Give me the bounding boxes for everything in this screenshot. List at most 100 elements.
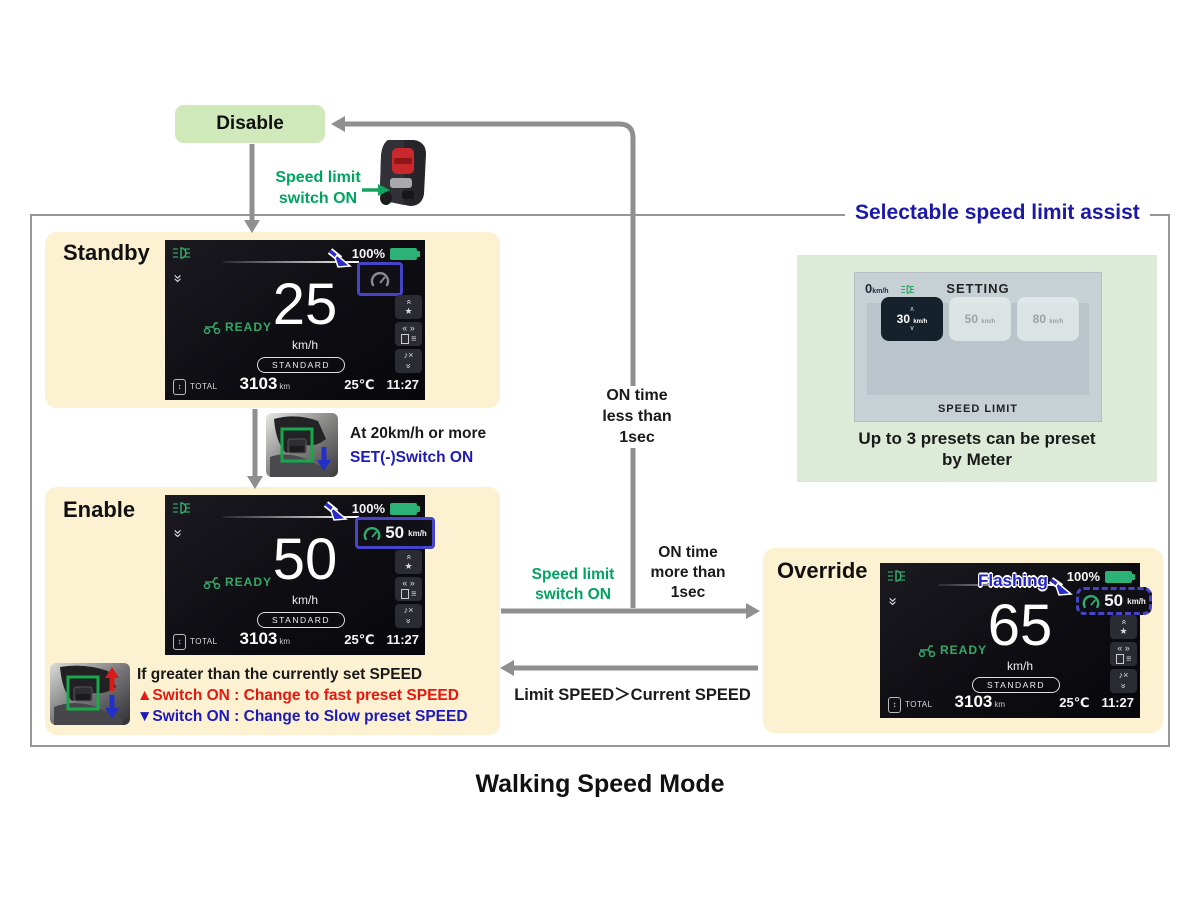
chevron-down-icon: «: [1117, 683, 1128, 689]
limit-value: 50: [385, 523, 405, 542]
battery-percent: 100%: [1066, 569, 1100, 584]
blue-down-arrow-icon: [105, 695, 119, 719]
preset-card-selected: ∧ 30 km/h ∨: [881, 297, 943, 341]
odometer-value: 3103: [954, 692, 993, 711]
gauge-bar: [938, 584, 1060, 586]
pointer-arrow-icon: [327, 248, 352, 268]
nav-tile: « » ≡: [395, 576, 422, 601]
phone-icon: [400, 333, 409, 344]
total-label: TOTAL: [190, 382, 218, 391]
odometer-unit: km: [994, 700, 1006, 709]
gauge-bar: [223, 516, 359, 518]
label-at-speed: At 20km/h or more: [350, 425, 487, 442]
label-set-switch: SET(-)Switch ON: [350, 449, 474, 466]
preset-card-3: 80 km/h: [1017, 297, 1079, 341]
chevron-up-icon: «: [404, 299, 415, 305]
favorite-tile: «★: [395, 550, 422, 574]
headlight-icon: [888, 570, 905, 582]
note-up-switch: ▲Switch ON : Change to fast preset SPEED: [137, 687, 459, 704]
meter-standby: « 100% 25 km/h STANDARD READY «★: [165, 240, 425, 400]
setting-footer: SPEED LIMIT: [937, 403, 1019, 415]
battery-icon: [390, 503, 420, 515]
headlight-icon: [173, 247, 190, 259]
chevron-double-down-icon: «: [168, 274, 186, 283]
total-label: TOTAL: [905, 700, 933, 709]
chevron-double-down-icon: «: [168, 529, 186, 538]
ready-indicator: READY: [203, 320, 272, 334]
odometer-value: 3103: [239, 374, 278, 393]
temperature: 25℃: [344, 377, 375, 392]
clock: 11:27: [386, 632, 419, 647]
limit-unit: km/h: [408, 528, 427, 538]
speed-value: 50: [272, 527, 338, 592]
pointer-arrow-icon: [323, 501, 348, 521]
ready-label: READY: [225, 575, 273, 589]
label-on-time-less: ON time less than 1sec: [583, 386, 691, 449]
meter-bottom-bar: ↕ TOTAL 3103 km 25℃ 11:27: [888, 692, 1134, 713]
chevron-up-icon: «: [404, 554, 415, 560]
odometer-value: 3103: [239, 629, 278, 648]
clock: 11:27: [386, 377, 419, 392]
nav-tile: « » ≡: [395, 321, 422, 346]
ride-mode-badge: STANDARD: [257, 612, 345, 628]
gauge-bar: [223, 261, 359, 263]
pointer-arrow-icon: [1048, 577, 1073, 596]
trip-selector-icon: ↕: [173, 634, 186, 650]
assist-caption: Up to 3 presets can be preset by Meter: [858, 429, 1096, 470]
ready-indicator: READY: [918, 643, 987, 657]
label-on-time-more: ON time more than 1sec: [650, 544, 726, 602]
ride-mode-badge: STANDARD: [257, 357, 345, 373]
trip-selector-icon: ↕: [173, 379, 186, 395]
note-heading: If greater than the currently set SPEED: [137, 666, 423, 683]
speed-unit: km/h: [291, 593, 318, 607]
label-speed-limit-switch-on-top: Speed limit switch ON: [275, 169, 361, 207]
setting-current-speed: 0km/h: [865, 281, 916, 296]
preset-card-2: 50 km/h: [949, 297, 1011, 341]
chevron-down-icon: ∨: [909, 325, 915, 332]
scooter-icon: [203, 321, 221, 334]
headlight-icon: [173, 502, 190, 514]
total-label: TOTAL: [190, 637, 218, 646]
ready-label: READY: [940, 643, 988, 657]
battery-icon: [390, 248, 420, 260]
scooter-icon: [203, 576, 221, 589]
set-switch-photo: [266, 413, 338, 477]
limit-unit: km/h: [1127, 596, 1146, 606]
temperature: 25℃: [1059, 695, 1090, 710]
temperature: 25℃: [344, 632, 375, 647]
ready-label: READY: [225, 320, 273, 334]
ride-mode-badge: STANDARD: [972, 677, 1060, 693]
blue-down-arrow-icon: [317, 447, 331, 471]
chevron-down-icon: «: [402, 363, 413, 369]
nav-tile: « » ≡: [1110, 641, 1137, 666]
speedometer-icon: [1082, 594, 1100, 608]
ready-indicator: READY: [203, 575, 272, 589]
page-title: Walking Speed Mode: [475, 770, 725, 798]
label-limit-vs-current: Limit SPEED＞Current SPEED: [514, 686, 751, 704]
flashing-label: Flashing: [978, 571, 1048, 590]
preset-switch-photo: [50, 663, 130, 725]
phone-icon: [1115, 653, 1124, 664]
limit-value: 50: [1104, 591, 1124, 610]
setting-screen: 0km/h SETTING ∧ 30 km/h ∨ 50 km/h 80 km/…: [855, 273, 1101, 421]
meter-shortcut-tiles: «★ « » ≡ ♪×«: [1110, 615, 1137, 693]
label-speed-limit-switch-on-mid: Speed limit switch ON: [531, 566, 615, 604]
phone-icon: [400, 588, 409, 599]
favorite-tile: «★: [395, 295, 422, 319]
odometer-unit: km: [279, 382, 291, 391]
state-standby-label: Standby: [63, 240, 150, 265]
speed-unit: km/h: [291, 338, 318, 352]
battery-percent: 100%: [351, 246, 385, 261]
odometer-unit: km: [279, 637, 291, 646]
chevron-up-icon: ∧: [909, 306, 915, 313]
setting-title: SETTING: [946, 281, 1010, 296]
battery-percent: 100%: [351, 501, 385, 516]
speed-value: 25: [272, 272, 338, 337]
chevron-down-icon: «: [402, 618, 413, 624]
arrowhead-into-disable: [331, 116, 345, 132]
assist-region-title: Selectable speed limit assist: [845, 201, 1150, 225]
